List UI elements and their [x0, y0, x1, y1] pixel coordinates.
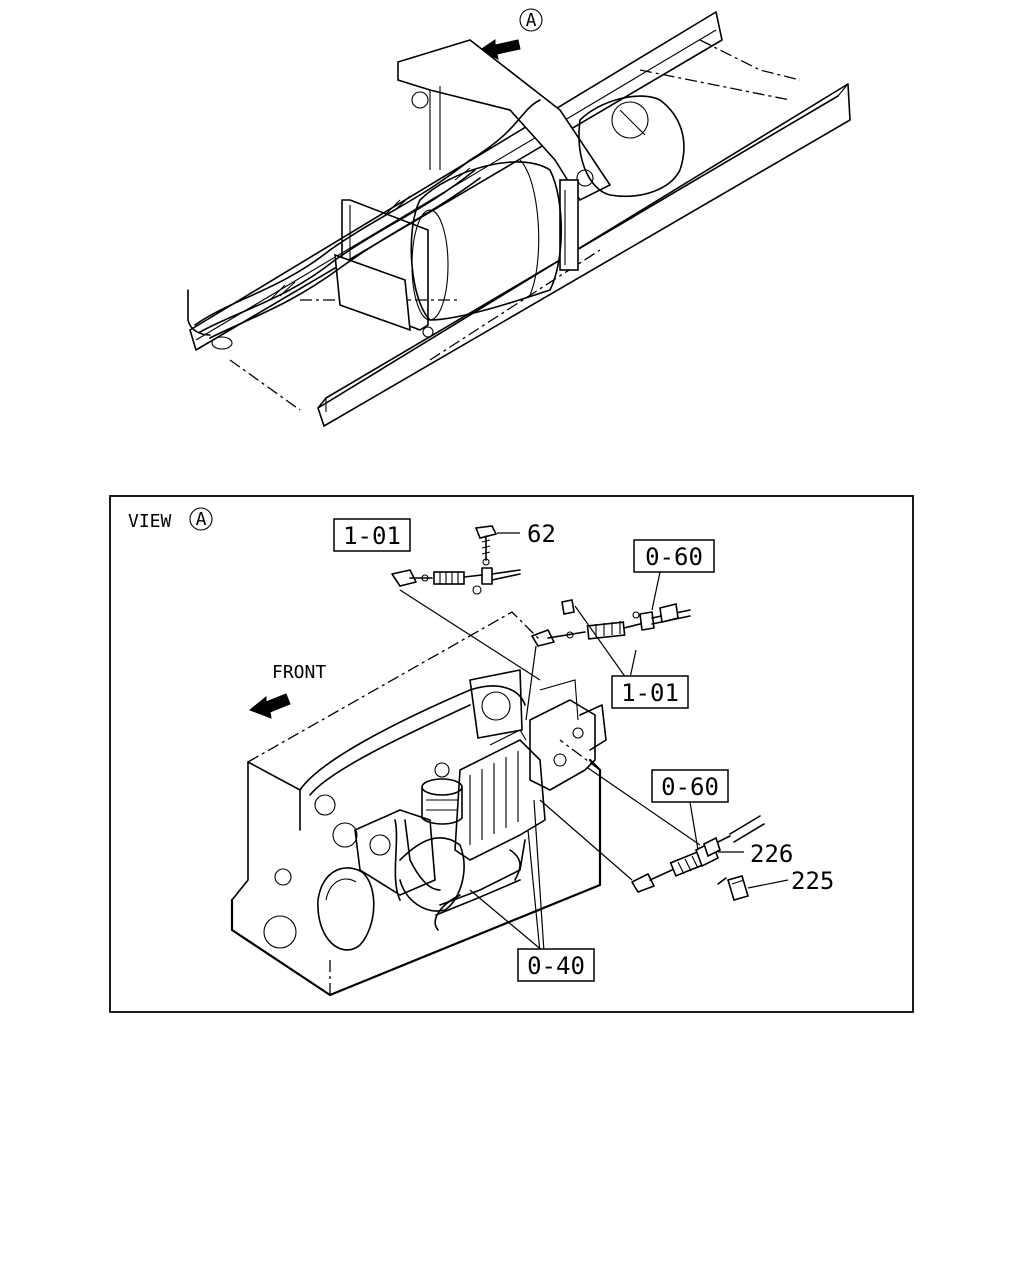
- transmission-housing: [578, 95, 685, 198]
- fuel-filter: [421, 762, 463, 825]
- injection-pump: [454, 729, 546, 861]
- view-marker-a: A: [519, 8, 543, 32]
- callout-0-40-text: 0-40: [527, 952, 585, 980]
- part-number-62: 62: [527, 520, 556, 548]
- clamp-226: [703, 836, 721, 858]
- tank-cylinder: [410, 159, 563, 321]
- callout-0-60-lower: 0-60: [651, 769, 729, 803]
- leader-lines: [399, 532, 789, 953]
- chassis-frame-illustration: A: [187, 8, 851, 427]
- callout-1-01-upper: 1-01: [333, 518, 411, 552]
- view-marker-a-text: A: [526, 10, 537, 31]
- callout-0-40: 0-40: [517, 948, 595, 982]
- bolt-225: [717, 875, 749, 901]
- view-title-marker-text: A: [196, 509, 207, 530]
- engine-block: [230, 611, 607, 997]
- view-title: VIEW: [128, 511, 172, 532]
- view-a-frame: [109, 495, 914, 1013]
- tank-bracket: [334, 199, 434, 338]
- cross-member-front: [397, 39, 612, 271]
- view-a-panel: VIEW A FRONT: [109, 495, 914, 1013]
- cable-assembly-middle: [531, 599, 691, 647]
- callout-0-60-upper-text: 0-60: [645, 543, 703, 571]
- callout-1-01-upper-text: 1-01: [343, 522, 401, 550]
- front-arrow-icon: [249, 693, 291, 719]
- governor-housing: [529, 679, 607, 791]
- callout-1-01-lower: 1-01: [611, 675, 689, 709]
- part-number-225: 225: [791, 867, 834, 895]
- callout-0-60-upper: 0-60: [633, 539, 715, 573]
- callout-1-01-lower-text: 1-01: [621, 679, 679, 707]
- bolt-62: [474, 525, 498, 566]
- view-title-marker: A: [189, 507, 213, 531]
- front-label: FRONT: [272, 662, 326, 683]
- view-arrow: [479, 39, 521, 60]
- cable-harness: [187, 99, 541, 350]
- part-number-226: 226: [750, 840, 793, 868]
- cable-assembly-upper: [391, 567, 521, 595]
- callout-0-60-lower-text: 0-60: [661, 773, 719, 801]
- right-frame-rail: [317, 83, 851, 427]
